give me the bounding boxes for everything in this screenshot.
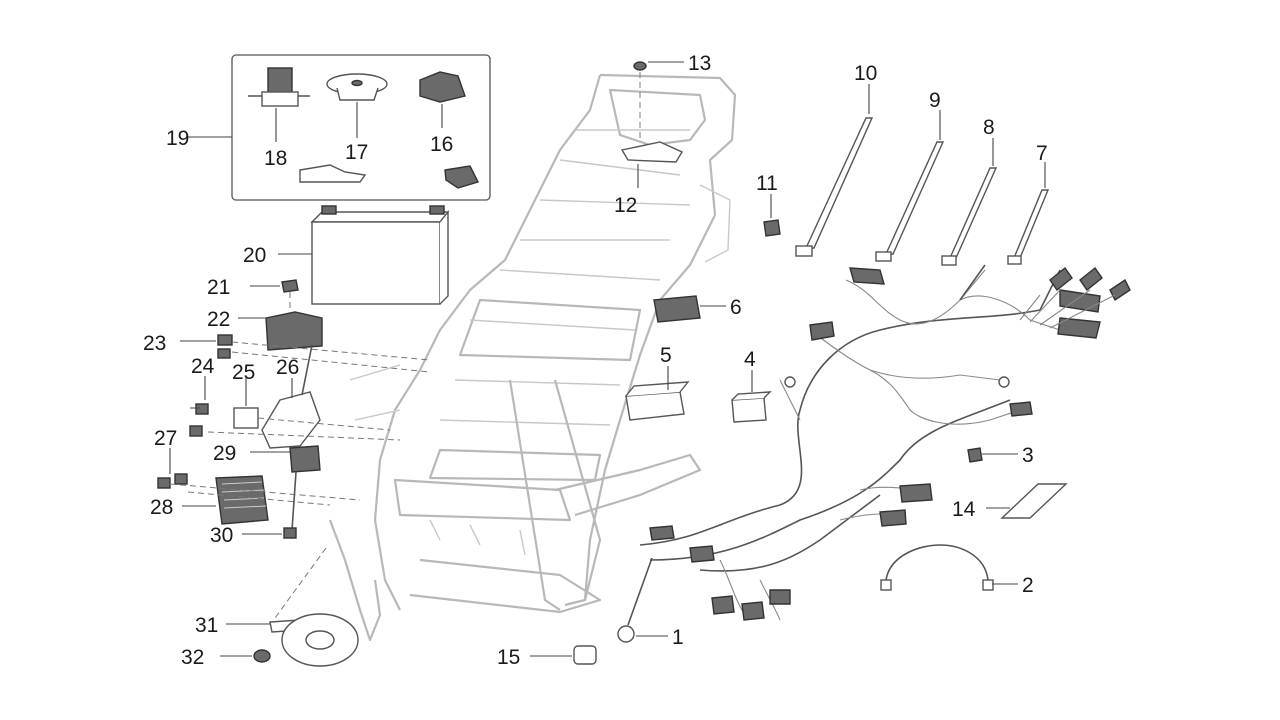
callout-1: 1 (672, 626, 684, 649)
callout-labels: 19 18 17 16 20 21 22 23 24 25 26 27 29 2… (143, 52, 1048, 669)
left-electrical-cluster (157, 279, 431, 667)
part-12-13-bracket (620, 61, 684, 188)
callout-32: 32 (181, 646, 204, 669)
callout-31: 31 (195, 614, 218, 637)
callout-24: 24 (191, 355, 215, 378)
motorcycle-frame (328, 73, 737, 642)
electrical-modules (625, 295, 772, 423)
callout-9: 9 (929, 89, 941, 112)
callout-23: 23 (143, 332, 166, 355)
callout-6: 6 (730, 296, 742, 319)
callout-5: 5 (660, 344, 672, 367)
callout-19: 19 (166, 127, 189, 150)
callout-22: 22 (207, 308, 230, 331)
callout-12: 12 (614, 194, 637, 217)
callout-27: 27 (154, 427, 177, 450)
part-group-box (186, 54, 491, 201)
callout-26: 26 (276, 356, 299, 379)
part-14-strap (986, 483, 1068, 519)
part-18-ignition-switch (248, 67, 367, 183)
part-15-grommet (530, 645, 597, 665)
callout-29: 29 (213, 442, 236, 465)
callout-7: 7 (1036, 142, 1048, 165)
callout-11: 11 (756, 172, 778, 195)
part-3-wiring-harness (639, 264, 1131, 621)
callout-14: 14 (952, 498, 976, 521)
callout-16: 16 (430, 133, 453, 156)
part-2-hose (880, 544, 1018, 591)
callout-10: 10 (854, 62, 877, 85)
callout-21: 21 (207, 276, 230, 299)
callout-17: 17 (345, 141, 368, 164)
callout-8: 8 (983, 116, 995, 139)
callout-15: 15 (497, 646, 520, 669)
part-20-battery (278, 205, 450, 305)
part-1-sensor (617, 557, 668, 643)
part-16-seat-lock (419, 71, 479, 189)
callout-4: 4 (744, 348, 756, 371)
callout-20: 20 (243, 244, 266, 267)
callout-30: 30 (210, 524, 233, 547)
part-17-fuel-cap (326, 73, 388, 101)
callout-18: 18 (264, 147, 287, 170)
callout-2: 2 (1022, 574, 1034, 597)
cable-ties (763, 84, 1050, 266)
callout-28: 28 (150, 496, 173, 519)
callout-13: 13 (688, 52, 711, 75)
callout-25: 25 (232, 361, 255, 384)
callout-3: 3 (1022, 444, 1034, 467)
